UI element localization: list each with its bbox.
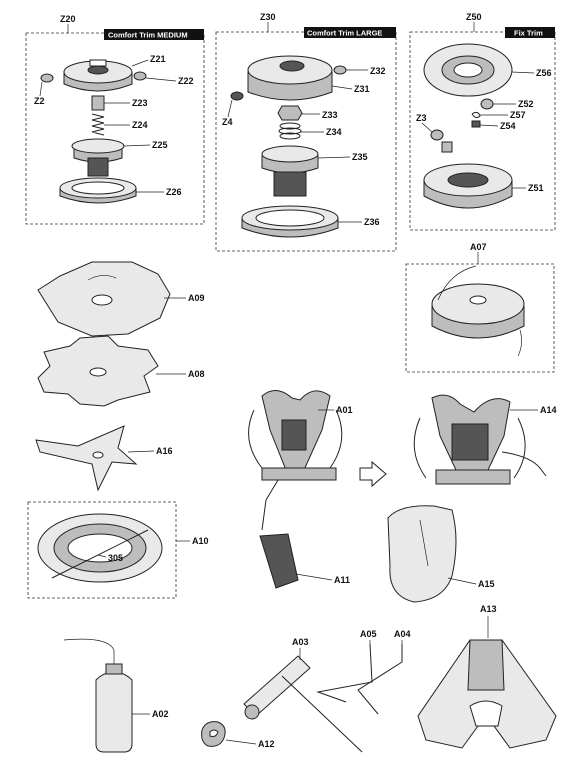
label-z3: Z3: [416, 113, 427, 123]
label-z56: Z56: [536, 68, 552, 78]
label-a13: A13: [480, 604, 497, 614]
part-a09-blade: A09: [37, 261, 205, 337]
part-a04-hex-key: [357, 644, 403, 715]
group-a10: 305 A10: [27, 501, 209, 599]
group-a07: A07: [405, 242, 555, 373]
label-a03: A03: [292, 637, 309, 647]
part-z35-spool: [261, 145, 319, 197]
label-a02: A02: [152, 709, 169, 719]
label-a16: A16: [156, 446, 173, 456]
group-title-z20: Comfort Trim MEDIUM: [108, 31, 188, 40]
label-z35: Z35: [352, 152, 368, 162]
part-z51-body: [423, 163, 513, 209]
label-z54: Z54: [500, 121, 516, 131]
label-z26: Z26: [166, 187, 182, 197]
label-a07: A07: [470, 242, 487, 252]
part-a03-wrench: A03: [243, 637, 363, 753]
part-a16-blade: A16: [35, 425, 173, 492]
label-z2: Z2: [34, 96, 45, 106]
label-z34: Z34: [326, 127, 342, 137]
part-z24-spring: [91, 113, 105, 136]
part-z22-eyelet: [133, 71, 147, 81]
label-a10: A10: [192, 536, 209, 546]
part-a02-bottle: A02: [63, 638, 169, 753]
part-a05-hex-key: [316, 643, 373, 703]
label-z24: Z24: [132, 120, 148, 130]
part-a13-stand: A13: [417, 604, 557, 749]
group-z20: Z20 Comfort Trim MEDIUM Z: [25, 14, 205, 225]
group-title-z30: Comfort Trim LARGE: [307, 29, 382, 38]
part-a01-harness: A01 A11: [248, 390, 353, 589]
label-z21: Z21: [150, 54, 166, 64]
part-z4-eyelet: [230, 91, 244, 101]
part-z25-spool: [71, 138, 125, 177]
part-z31-head: [247, 55, 333, 101]
part-z56-cover: [423, 43, 513, 97]
label-z51: Z51: [528, 183, 544, 193]
group-z50: Z50 Fix Trim Z56 Z52 Z57 Z3 Z54 Z51: [409, 12, 556, 231]
label-a12: A12: [258, 739, 275, 749]
group-code-z30: Z30: [260, 12, 276, 22]
label-a01: A01: [336, 405, 353, 415]
part-z2-eyelet: [40, 73, 54, 83]
label-z22: Z22: [178, 76, 194, 86]
label-305: 305: [108, 553, 123, 563]
part-a08-blade: A08: [37, 335, 205, 407]
part-z34-spring: [278, 122, 302, 140]
part-z52-eyelet: [480, 98, 494, 110]
part-a10-guard: [37, 513, 163, 583]
label-z57: Z57: [510, 110, 526, 120]
label-z32: Z32: [370, 66, 386, 76]
label-a14: A14: [540, 405, 557, 415]
part-z36-cover: [241, 205, 339, 238]
part-z33-nut: [277, 105, 303, 121]
group-title-bg-z30: [304, 27, 396, 38]
group-title-bg-z50: [505, 27, 555, 38]
label-z31: Z31: [354, 84, 370, 94]
label-z25: Z25: [152, 140, 168, 150]
part-z3-eyelet: [430, 129, 444, 141]
label-z23: Z23: [132, 98, 148, 108]
label-a08: A08: [188, 369, 205, 379]
label-z4: Z4: [222, 117, 233, 127]
part-z57-clip: [471, 111, 481, 119]
label-a04: A04: [394, 629, 411, 639]
label-a05: A05: [360, 629, 377, 639]
label-a11: A11: [334, 575, 350, 585]
part-a14-harness: A14 A15: [387, 394, 557, 603]
label-a09: A09: [188, 293, 205, 303]
part-z3-insert: [441, 141, 453, 153]
group-z30: Z30 Comfort Trim LARGE Z32: [215, 12, 397, 252]
group-code-z20: Z20: [60, 14, 76, 24]
part-305-rod: [51, 529, 149, 579]
group-title-z50: Fix Trim: [514, 29, 543, 38]
group-title-bg-z20: [104, 29, 204, 40]
group-code-z50: Z50: [466, 12, 482, 22]
part-z26-cover: [59, 177, 137, 204]
arrow-right-icon: [359, 460, 387, 488]
part-z21-head: [63, 59, 133, 92]
label-z52: Z52: [518, 99, 534, 109]
label-z36: Z36: [364, 217, 380, 227]
part-z23-nut: [91, 95, 105, 111]
part-z54-nut: [471, 120, 481, 128]
part-z32-eyelet: [333, 65, 347, 75]
label-a15: A15: [478, 579, 495, 589]
part-a12-clip: A12: [201, 721, 275, 749]
label-z33: Z33: [322, 110, 338, 120]
